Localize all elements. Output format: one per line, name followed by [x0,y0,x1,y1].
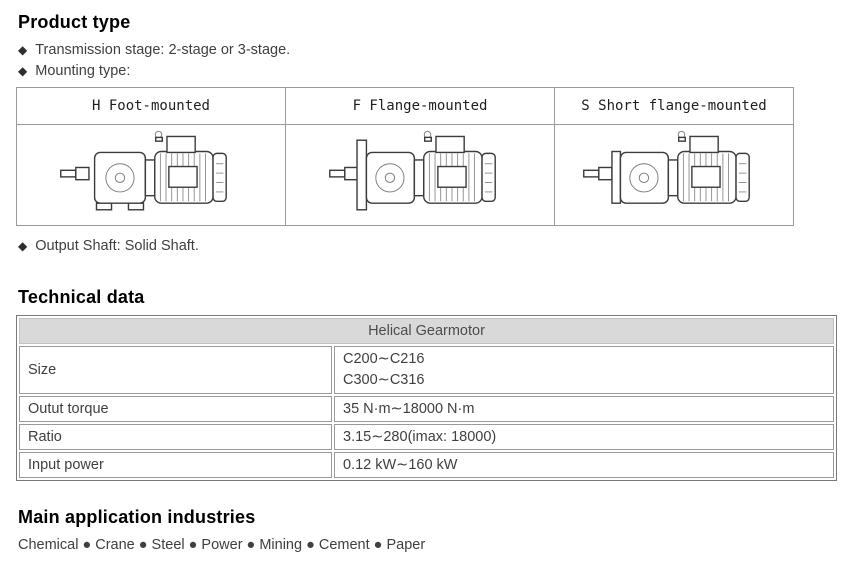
diamond-icon: ◆ [18,64,28,78]
tech-row-label-input-power: Input power [19,452,332,478]
table-row: Outut torque 35 N·m∼18000 N·m [19,396,834,422]
diamond-icon: ◆ [18,239,28,253]
industries-section: Main application industries Chemical ● C… [16,507,836,556]
table-row: Size C200∼C216 C300∼C316 [19,346,834,394]
transmission-stage-line: ◆ Transmission stage: 2-stage or 3-stage… [18,40,836,61]
tech-row-value-output-torque: 35 N·m∼18000 N·m [334,396,834,422]
table-row: Input power 0.12 kW∼160 kW [19,452,834,478]
tech-row-label-size: Size [19,346,332,394]
gearmotor-foot-mounted-illustration [60,130,227,211]
output-shaft-line: ◆ Output Shaft: Solid Shaft. [18,236,836,257]
mounting-header-foot: H Foot-mounted [16,87,286,125]
table-row: Ratio 3.15∼280(imax: 18000) [19,424,834,450]
size-value-line-1: C200∼C216 [343,351,425,367]
mounting-type-text: Mounting type: [35,63,131,79]
mounting-table-image-row [16,124,794,226]
tech-table-header: Helical Gearmotor [19,318,834,344]
technical-data-table: Helical Gearmotor Size C200∼C216 C300∼C3… [16,315,837,481]
mounting-header-flange: F Flange-mounted [285,87,555,125]
gearmotor-short-flange-mounted-illustration [583,130,750,204]
industries-title: Main application industries [18,507,256,527]
diamond-icon: ◆ [18,43,28,57]
technical-data-section: Technical data Helical Gearmotor Size C2… [16,287,837,481]
industries-line: Chemical ● Crane ● Steel ● Power ● Minin… [18,537,426,553]
mounting-cell-foot [16,124,286,226]
tech-row-value-size: C200∼C216 C300∼C316 [334,346,834,394]
size-value-line-2: C300∼C316 [343,372,425,388]
tech-row-value-ratio: 3.15∼280(imax: 18000) [334,424,834,450]
tech-row-label-ratio: Ratio [19,424,332,450]
transmission-stage-text: Transmission stage: 2-stage or 3-stage. [35,42,291,58]
tech-table-header-row: Helical Gearmotor [19,318,834,344]
tech-row-value-input-power: 0.12 kW∼160 kW [334,452,834,478]
output-shaft-text: Output Shaft: Solid Shaft. [35,238,199,254]
tech-row-label-output-torque: Outut torque [19,396,332,422]
product-type-title: Product type [18,12,131,32]
mounting-cell-short-flange [554,124,794,226]
mounting-table-header-row: H Foot-mounted F Flange-mounted S Short … [16,87,794,125]
mounting-header-short-flange: S Short flange-mounted [554,87,794,125]
technical-data-title: Technical data [18,287,145,307]
datasheet-page: Product type ◆ Transmission stage: 2-sta… [16,12,837,556]
mounting-cell-flange [285,124,555,226]
mounting-table: H Foot-mounted F Flange-mounted S Short … [16,87,794,226]
product-type-section: Product type ◆ Transmission stage: 2-sta… [16,12,836,257]
gearmotor-flange-mounted-illustration [329,130,496,211]
mounting-type-line: ◆ Mounting type: [18,61,836,82]
